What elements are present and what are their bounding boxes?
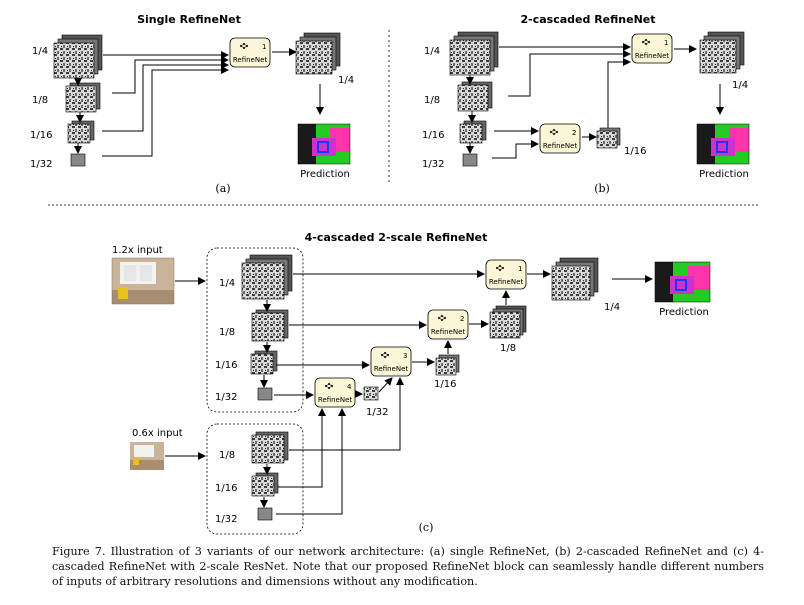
refinenet-number: 2 [572,129,576,137]
prediction-image [696,123,750,165]
refinenet-label: RefineNet [635,52,670,60]
prediction-image [654,261,711,303]
intermediate-map-1-8 [489,305,527,339]
refinenet-label: RefineNet [318,396,353,404]
prediction-image [297,123,351,165]
refinenet-block-1: 1 RefineNet [485,259,527,290]
scale-label: 1/16 [215,360,237,371]
scale-label: 1/16 [422,130,444,141]
scale-label: 1/32 [215,514,237,525]
prediction-label: Prediction [659,307,709,318]
output-scale-label: 1/4 [338,75,354,86]
refinenet-label: RefineNet [431,328,466,336]
refinenet-number: 1 [518,265,522,273]
feature-map-1-16 [459,120,487,144]
panel-a: Single RefineNet 1/4 1/8 1/16 1/32 [30,13,354,195]
panel-a-sublabel: (a) [215,182,230,195]
feature-map-1-16 [67,120,95,144]
feature-map-1-16 [251,472,279,497]
out-scale-label: 1/8 [500,343,516,354]
feature-map-1-32 [462,153,478,167]
out-scale-label: 1/32 [366,407,388,418]
intermediate-map-1-32 [363,386,379,401]
refinenet-label: RefineNet [374,365,409,373]
refinenet-number: 3 [403,352,407,360]
scale-label: 1/8 [219,450,235,461]
output-scale-label: 1/4 [732,80,748,91]
refinenet-number: 4 [347,383,352,391]
panel-b: 2-cascaded RefineNet 1/4 1/8 1/16 1/32 [422,13,750,195]
input-large-photo [111,257,175,305]
panel-c-sublabel: (c) [419,521,434,534]
refinenet-block-2: 2 RefineNet [539,123,581,154]
scale-label: 1/32 [422,159,444,170]
panel-b-sublabel: (b) [594,182,610,195]
refinenet-number: 2 [460,315,464,323]
scale-label: 1/4 [219,278,235,289]
feature-map-1-8 [65,82,101,113]
input-small-label: 0.6x input [132,428,183,439]
panel-a-title: Single RefineNet [137,13,241,26]
panel-c-title: 4-cascaded 2-scale RefineNet [305,231,488,244]
scale-label: 1/16 [30,130,52,141]
panel-b-title: 2-cascaded RefineNet [521,13,656,26]
refinenet-label: RefineNet [489,278,524,286]
input-large-label: 1.2x input [112,245,163,256]
refinenet-block-4: 4 RefineNet [314,377,356,408]
feature-map-1-4 [449,31,499,76]
refinenet-label: RefineNet [233,56,268,64]
feature-map-1-32 [257,507,273,521]
input-small-photo [130,442,164,470]
feature-map-1-4 [241,254,293,300]
architecture-figure: Single RefineNet 1/4 1/8 1/16 1/32 [30,13,760,535]
scale-label: 1/8 [32,95,48,106]
refinenet-label: RefineNet [543,142,578,150]
mid-scale-label: 1/16 [624,146,646,157]
feature-map-1-8 [251,431,289,464]
scale-label: 1/32 [215,392,237,403]
resnet-branch-large [206,247,304,413]
refinenet-block-3: 3 RefineNet [370,346,412,377]
feature-map-1-4 [53,34,103,79]
scale-label: 1/8 [219,327,235,338]
resnet-branch-small [206,423,304,535]
refinenet-block-1: 1 RefineNet [631,33,673,64]
scale-label: 1/8 [424,95,440,106]
feature-map-1-32 [70,153,86,167]
scale-label: 1/16 [215,483,237,494]
prediction-label: Prediction [300,169,350,180]
scale-label: 1/32 [30,159,52,170]
refinenet-block-1: 1 RefineNet [229,37,271,68]
refinenet-number: 1 [664,39,668,47]
scale-label: 1/4 [424,46,440,57]
prediction-label: Prediction [699,169,749,180]
output-feature-map [295,32,341,75]
refinenet-block-2: 2 RefineNet [427,309,469,340]
feature-map-1-8 [251,309,289,342]
feature-map-1-8 [457,81,493,112]
out-scale-label: 1/16 [434,379,456,390]
feature-map-1-16 [250,350,278,375]
output-feature-map [699,31,745,74]
intermediate-map-1-16 [435,354,460,376]
scale-label: 1/4 [32,46,48,57]
feature-map-1-32 [257,387,273,401]
figure-caption: Figure 7. Illustration of 3 variants of … [52,545,764,588]
output-feature-map [551,257,599,301]
panel-c: 4-cascaded 2-scale RefineNet 1.2x input … [111,231,711,535]
mid-feature-map [596,127,621,149]
output-scale-label: 1/4 [604,302,620,313]
refinenet-number: 1 [262,43,266,51]
